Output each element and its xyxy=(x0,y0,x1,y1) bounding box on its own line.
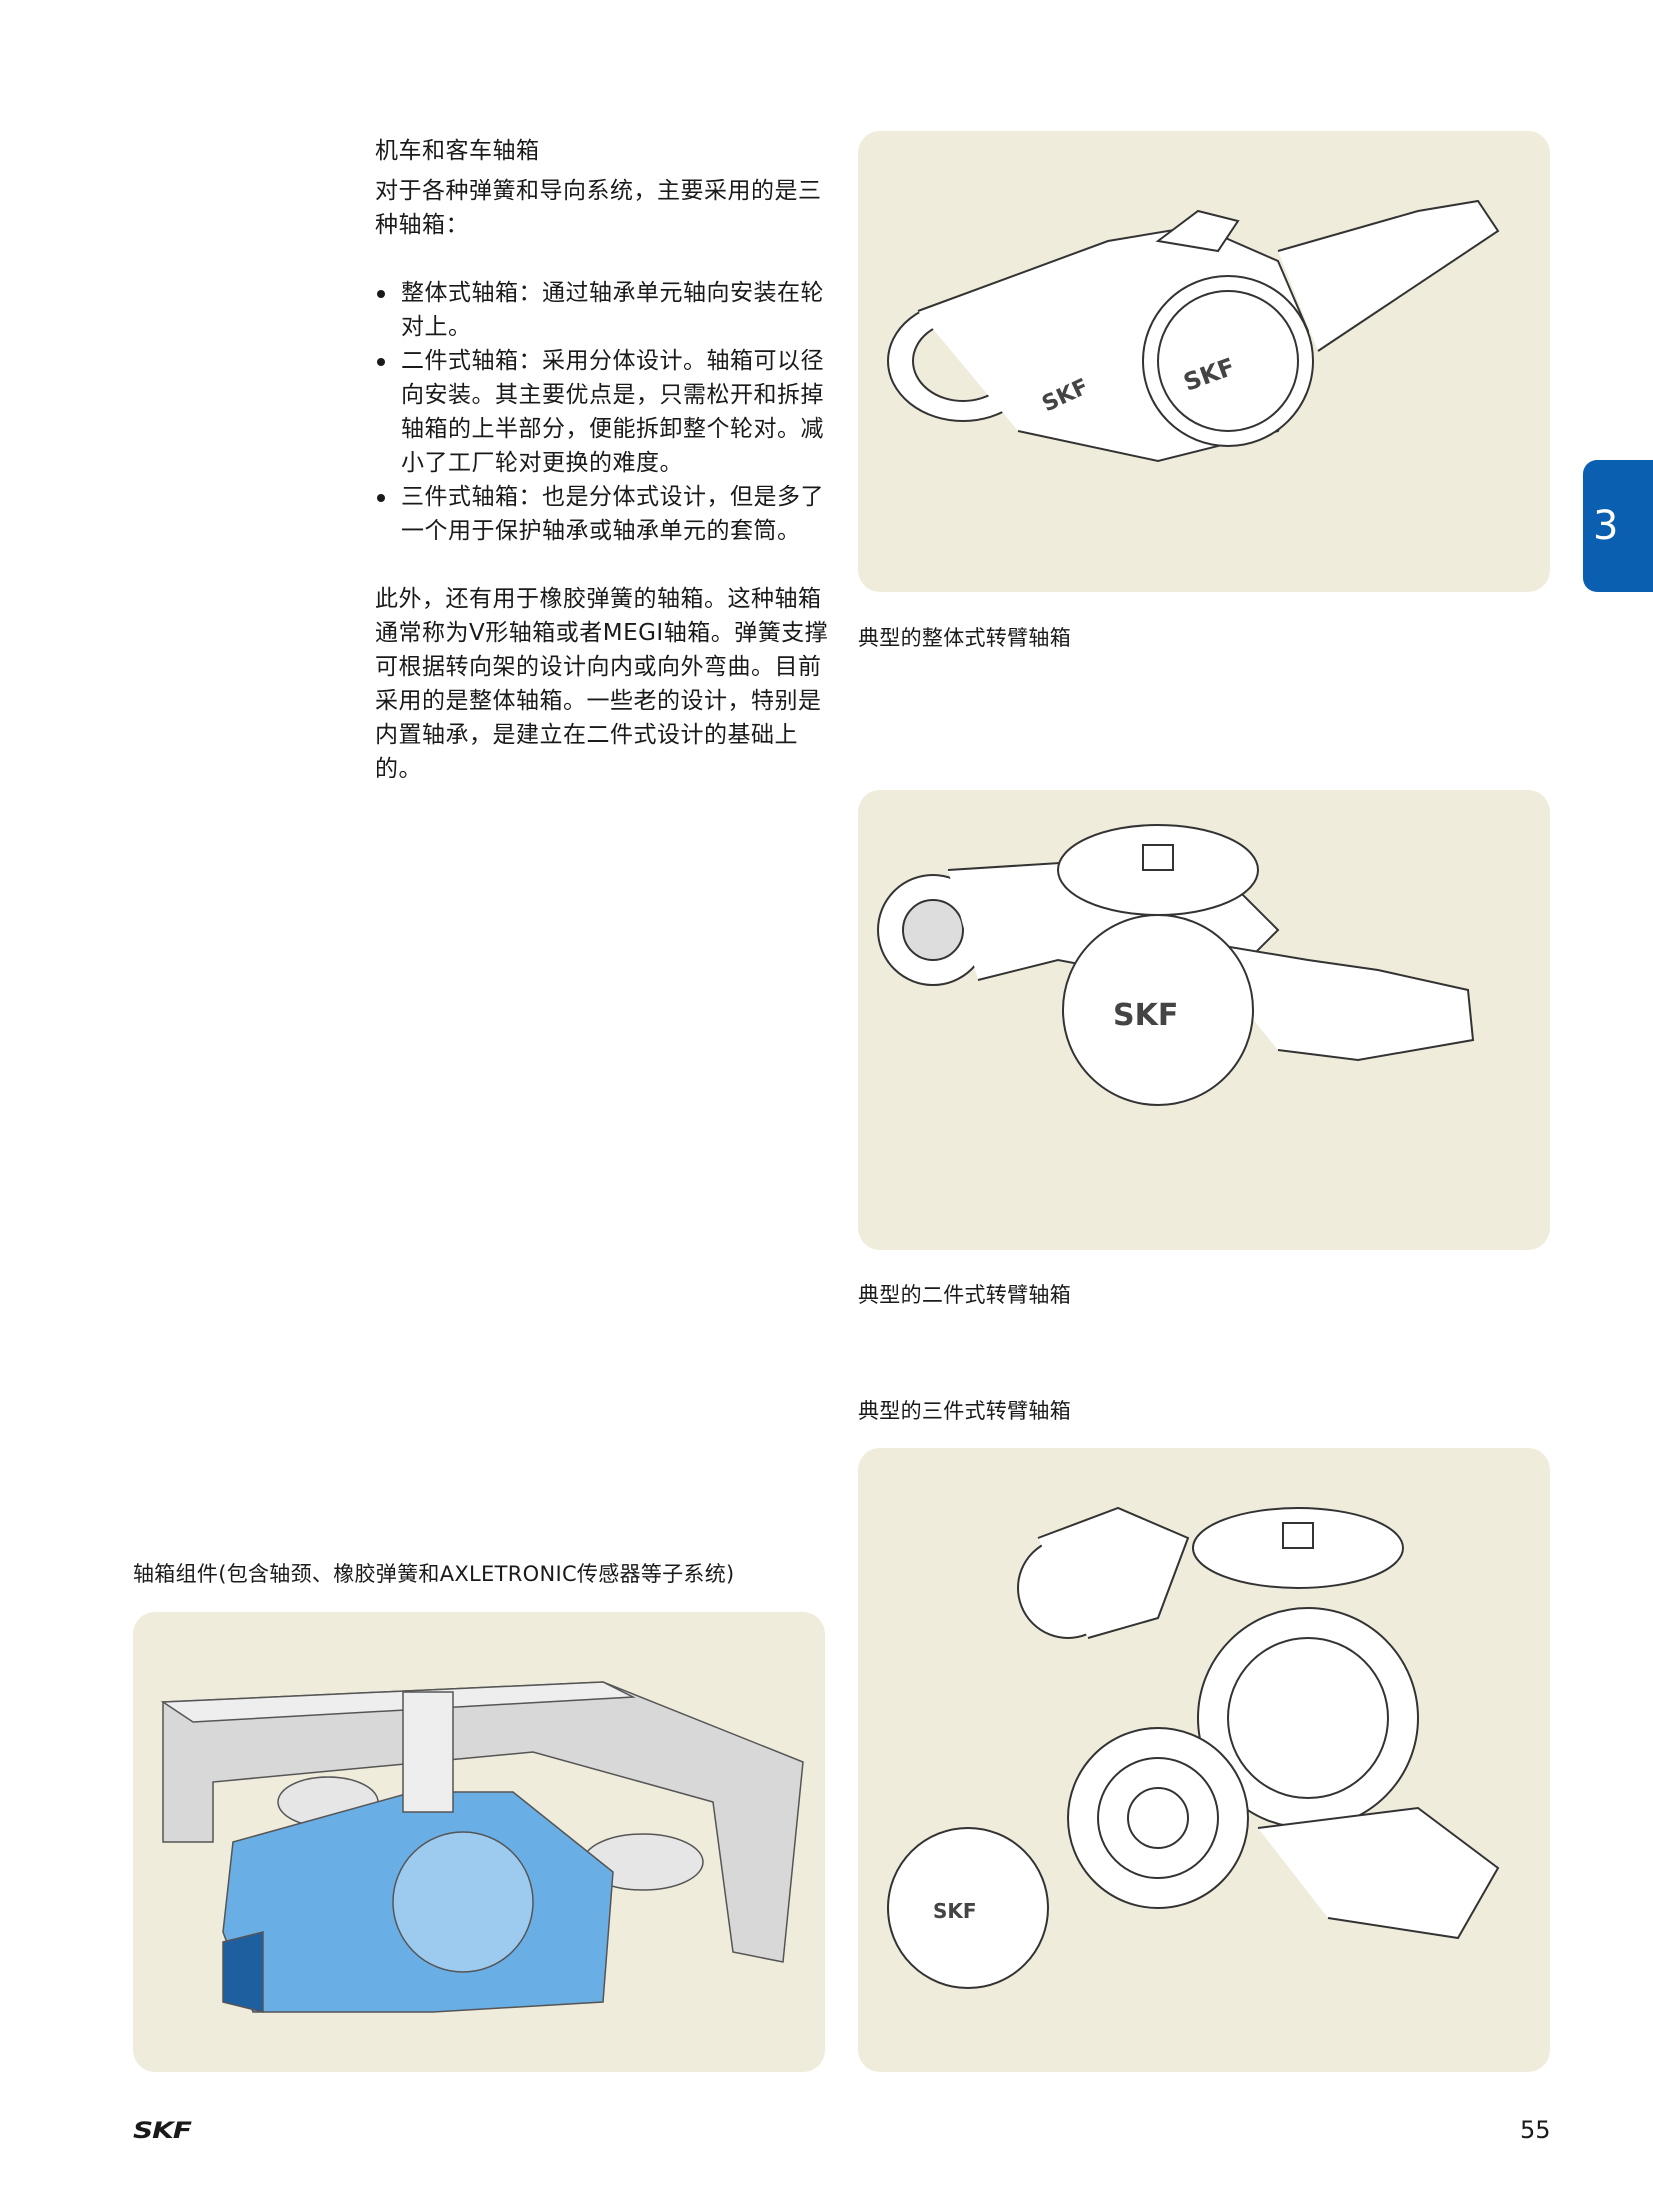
skf-mark: SKF xyxy=(1113,998,1178,1033)
intro-paragraph: 对于各种弹簧和导向系统，主要采用的是三种轴箱： xyxy=(375,178,822,238)
figure-caption: 典型的三件式转臂轴箱 xyxy=(858,1399,1071,1423)
page-number: 55 xyxy=(1520,2116,1551,2144)
chapter-tab[interactable]: 3 xyxy=(1583,460,1653,592)
skf-logo: SKF xyxy=(133,2117,192,2144)
body-text: 机车和客车轴箱 对于各种弹簧和导向系统，主要采用的是三种轴箱： 整体式轴箱：通过… xyxy=(375,134,830,786)
figure-caption: 典型的整体式转臂轴箱 xyxy=(858,626,1071,650)
section-heading: 机车和客车轴箱 xyxy=(375,138,540,164)
bullet-item: 整体式轴箱：通过轴承单元轴向安装在轮对上。 xyxy=(375,276,830,344)
figure-caption: 典型的二件式转臂轴箱 xyxy=(858,1283,1071,1307)
bullet-item: 二件式轴箱：采用分体设计。轴箱可以径向安装。其主要优点是，只需松开和拆掉轴箱的上… xyxy=(375,344,830,480)
figure-caption: 轴箱组件(包含轴颈、橡胶弹簧和AXLETRONIC传感器等子系统) xyxy=(133,1562,735,1586)
figure-monoblock-axlebox: SKF SKF xyxy=(858,131,1550,592)
figure-axlebox-assembly xyxy=(133,1612,825,2072)
bullet-list: 整体式轴箱：通过轴承单元轴向安装在轮对上。 二件式轴箱：采用分体设计。轴箱可以径… xyxy=(375,276,830,548)
bullet-item: 三件式轴箱：也是分体式设计，但是多了一个用于保护轴承或轴承单元的套筒。 xyxy=(375,480,830,548)
body-paragraph: 此外，还有用于橡胶弹簧的轴箱。这种轴箱通常称为V形轴箱或者MEGI轴箱。弹簧支撑… xyxy=(375,586,829,782)
skf-mark: SKF xyxy=(933,1899,977,1923)
figure-two-piece-axlebox: SKF xyxy=(858,790,1550,1250)
figure-three-piece-axlebox: SKF xyxy=(858,1448,1550,2072)
